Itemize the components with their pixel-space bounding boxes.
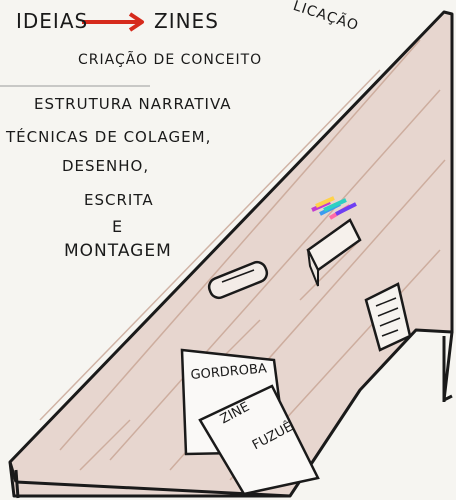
line-estrutura: ESTRUTURA NARRATIVA xyxy=(34,95,232,113)
zine-fuzue xyxy=(198,384,320,496)
line-montagem: MONTAGEM xyxy=(64,241,172,261)
line-e: E xyxy=(112,217,124,236)
table-leg-left xyxy=(14,469,20,499)
table-top xyxy=(8,10,454,498)
arrow-icon xyxy=(82,12,144,32)
table-edge xyxy=(8,331,454,498)
line-criacao: CRIAÇÃO DE CONCEITO xyxy=(78,52,263,68)
line-escrita: ESCRITA xyxy=(84,191,154,209)
title-zines: ZINES xyxy=(154,9,219,33)
note-paper-icon xyxy=(364,282,412,352)
line-tecnicas: TÉCNICAS DE COLAGEM, xyxy=(6,128,212,146)
stapler-icon xyxy=(207,260,269,300)
line-desenho: DESENHO, xyxy=(62,157,150,175)
title-ideias: IDEIAS xyxy=(16,9,89,33)
pencil-box-icon xyxy=(306,196,362,287)
